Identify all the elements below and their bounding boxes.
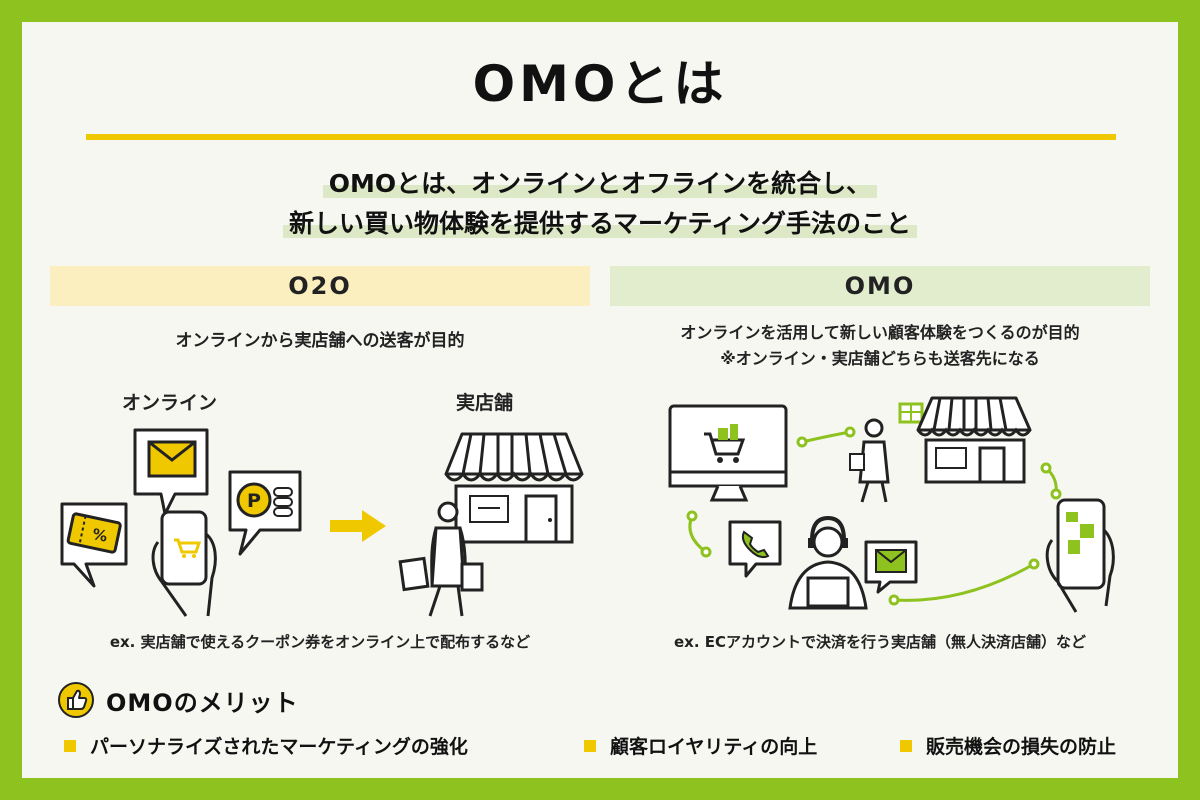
- storefront-icon: [444, 432, 584, 544]
- lead-text-1: OMOとは、オンラインとオフラインを統合し、: [322, 169, 878, 198]
- o2o-example: ex. 実店舗で使えるクーポン券をオンライン上で配布するなど: [109, 633, 531, 651]
- bullet-square-icon: [584, 739, 596, 752]
- thumbs-up-icon: [58, 682, 94, 718]
- store-label: 実店舗: [456, 392, 514, 414]
- o2o-description: オンラインから実店舗への送客が目的: [175, 331, 465, 351]
- woman-phone-icon: [849, 402, 924, 503]
- omo-heading: OMO: [610, 266, 1150, 306]
- points-bubble-icon: P: [228, 470, 302, 556]
- merit-item: 販売機会の損失の防止: [900, 732, 1116, 759]
- operator-headset-icon: [788, 515, 868, 610]
- lead-line-1: OMOとは、オンラインとオフラインを統合し、: [0, 164, 1200, 200]
- lead-line-2: 新しい買い物体験を提供するマーケティング手法のこと: [0, 204, 1200, 240]
- omo-illustration: [668, 396, 1115, 613]
- title-underline: [86, 134, 1116, 140]
- bullet-square-icon: [64, 739, 76, 752]
- smartphone-shopping-icon: [1045, 498, 1115, 613]
- merit-item-label: 販売機会の損失の防止: [926, 736, 1117, 758]
- omo-description-line-1: オンラインを活用して新しい顧客体験をつくるのが目的: [680, 323, 1080, 342]
- page-title: OMOとは: [472, 55, 728, 113]
- merit-item-label: パーソナライズされたマーケティングの強化: [90, 736, 468, 758]
- o2o-heading: O2O: [50, 266, 590, 306]
- merit-item-label: 顧客ロイヤリティの向上: [610, 736, 818, 758]
- arrow-right-icon: [330, 510, 386, 542]
- email-bubble-icon: [133, 428, 209, 516]
- merit-item: 顧客ロイヤリティの向上: [584, 732, 817, 759]
- storefront-icon-omo: [916, 396, 1032, 484]
- bullet-square-icon: [900, 739, 912, 752]
- merits-header: OMOのメリット: [58, 682, 299, 718]
- coupon-text: %: [91, 525, 109, 546]
- omo-description-line-2: ※オンライン・実店舗どちらも送客先になる: [720, 349, 1040, 368]
- shopper-icon: [398, 501, 484, 617]
- coupon-bubble-icon: %: [60, 502, 128, 588]
- svg-text:P: P: [247, 490, 261, 512]
- lead-text-2: 新しい買い物体験を提供するマーケティング手法のこと: [282, 209, 917, 238]
- omo-example: ex. ECアカウントで決済を行う実店舗（無人決済店舗）など: [673, 633, 1087, 651]
- omo-description: オンラインを活用して新しい顧客体験をつくるのが目的 ※オンライン・実店舗どちらも…: [610, 320, 1150, 372]
- o2o-illustration: % P: [60, 428, 584, 617]
- smartphone-hand-icon: [151, 510, 217, 617]
- email-bubble-icon-omo: [864, 540, 918, 594]
- monitor-cart-icon: [668, 404, 788, 502]
- merits-heading: OMOのメリット: [106, 688, 299, 717]
- merit-item: パーソナライズされたマーケティングの強化: [64, 732, 468, 759]
- online-label: オンライン: [122, 392, 218, 414]
- phone-call-bubble-icon: [728, 520, 782, 578]
